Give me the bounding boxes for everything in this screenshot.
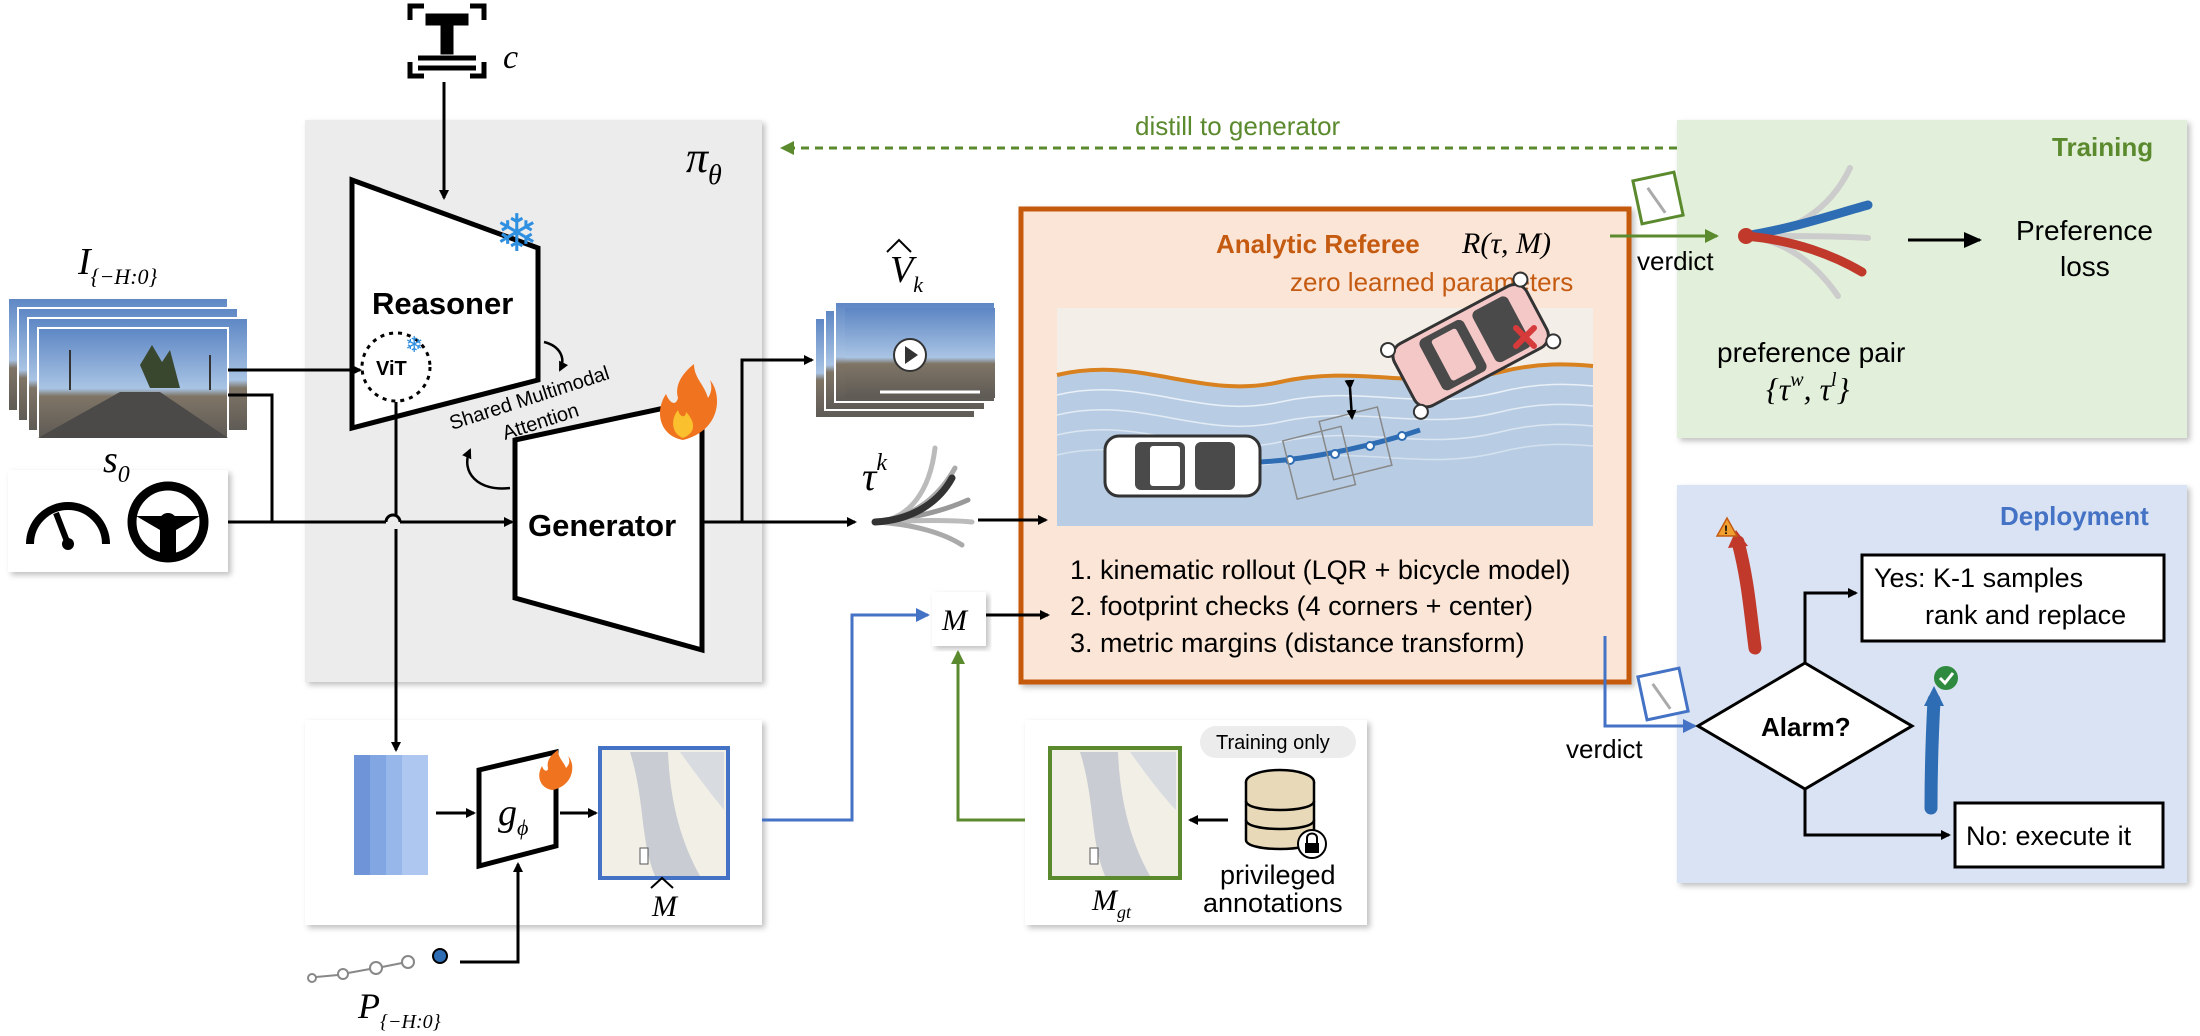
map-head-symbol: gϕ: [498, 792, 528, 840]
past-poses-icon: [307, 948, 448, 983]
video-symbol: Vk: [890, 249, 924, 297]
training-title: Training: [2052, 132, 2153, 162]
fire-icon-small: [539, 750, 573, 790]
images-symbol: I{−H:0}: [77, 241, 158, 289]
alarm-label: Alarm?: [1761, 712, 1851, 742]
referee-scene: [1056, 271, 1594, 526]
no-box: [1953, 801, 2165, 869]
attention-arrow-top: [543, 340, 569, 372]
text-instruction-icon: [407, 3, 487, 79]
generator-label: Generator: [528, 508, 676, 543]
preference-pair-label: preference pair: [1717, 337, 1905, 368]
map-node: [932, 592, 986, 646]
gt-map: [1048, 746, 1182, 880]
vit-label: ViT: [376, 358, 407, 380]
feature-stack-icon: [354, 755, 428, 875]
predicted-map: [598, 746, 730, 880]
referee-step-3: 3. metric margins (distance transform): [1070, 628, 1525, 658]
training-panel: [1677, 120, 2187, 438]
generator-block: [512, 396, 705, 654]
deployment-title: Deployment: [2000, 501, 2149, 531]
trajectory-symbol: τk: [862, 450, 887, 499]
training-only-badge: [1200, 726, 1356, 758]
collision-icon: [1513, 325, 1537, 349]
gt-map-symbol: Mgt: [1091, 884, 1132, 922]
svg-text:!: !: [1724, 523, 1728, 537]
no-label: No: execute it: [1966, 821, 2132, 851]
map-node-symbol: M: [941, 604, 969, 637]
speedometer-icon: [26, 502, 110, 550]
predicted-map-symbol: M: [651, 890, 679, 923]
vit-encoder: [360, 331, 432, 403]
state-symbol: s0: [103, 439, 130, 488]
attention-arrow-bottom: [462, 448, 511, 490]
snowflake-icon: ❄: [495, 205, 539, 263]
privileged-label-line2: annotations: [1203, 888, 1343, 918]
fire-icon: [659, 364, 718, 440]
referee-subtitle: zero learned parameters: [1290, 267, 1573, 297]
verdict-icon-training: [1631, 170, 1685, 226]
referee-step-2: 2. footprint checks (4 corners + center): [1070, 591, 1533, 621]
trajectory-fan-icon: [871, 445, 975, 548]
verdict-icon-deployment: [1636, 666, 1690, 722]
preference-pair-formula: {τw, τl}: [1766, 369, 1850, 407]
preference-loss-line2: loss: [2060, 251, 2110, 282]
camera-frames: [7, 297, 249, 439]
referee-title: Analytic Referee: [1216, 229, 1420, 259]
yes-label-line1: Yes: K-1 samples: [1874, 563, 2083, 593]
steering-wheel-icon: [127, 481, 209, 563]
map-head-block: [476, 748, 559, 870]
check-icon: [1934, 666, 1958, 690]
training-verdict-label: verdict: [1637, 246, 1714, 276]
accepted-trajectory-icon: [1924, 686, 1944, 815]
distill-label: distill to generator: [1135, 111, 1341, 141]
video-hat: [886, 238, 912, 253]
deployment-verdict-label: verdict: [1566, 734, 1643, 764]
referee-step-1: 1. kinematic rollout (LQR + bicycle mode…: [1070, 555, 1570, 585]
referee-formula: R(τ, M): [1461, 227, 1551, 260]
vit-snowflake-icon: ❄: [405, 332, 423, 357]
preference-fan-icon: [1738, 165, 1873, 299]
play-icon[interactable]: [893, 338, 927, 372]
yes-box: [1860, 553, 2166, 643]
past-poses-symbol: P{−H:0}: [357, 986, 441, 1033]
privileged-label-line1: privileged: [1220, 860, 1336, 890]
warning-icon: !: [1715, 516, 1739, 537]
yes-label-line2: rank and replace: [1925, 600, 2126, 630]
reasoner-label: Reasoner: [372, 286, 513, 321]
rejected-trajectory-icon: [1728, 530, 1762, 655]
training-only-label: Training only: [1216, 732, 1330, 754]
text-input-symbol: c: [503, 39, 518, 76]
lock-icon: [1297, 829, 1327, 859]
preference-loss-line1: Preference: [2016, 215, 2153, 246]
policy-symbol: πθ: [686, 133, 722, 191]
